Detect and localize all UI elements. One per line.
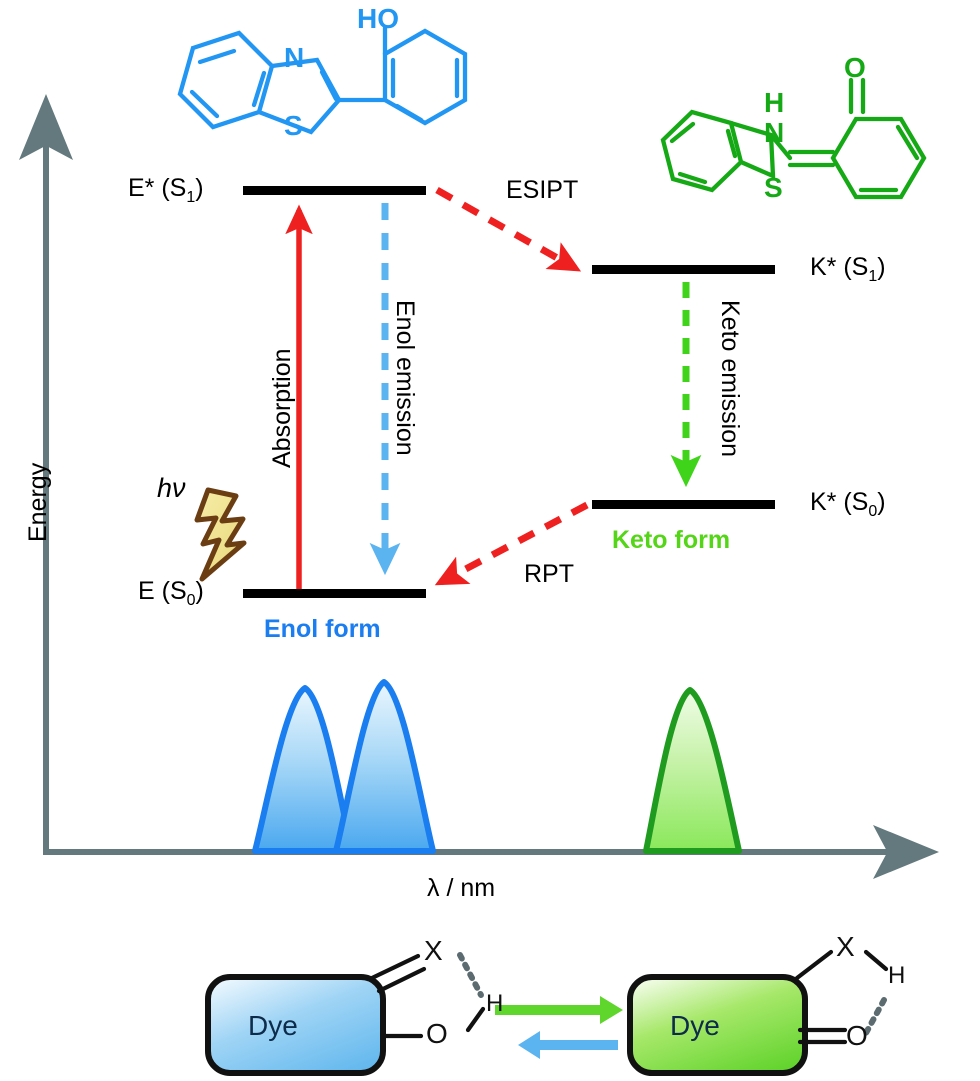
keto-emission-label: Keto emission <box>716 300 744 458</box>
axis-x-label: λ / nm <box>427 874 496 902</box>
enol-structure <box>177 25 468 135</box>
spectrum-enol-emission-peak <box>333 679 436 854</box>
enol-emission-label: Enol emission <box>391 300 419 456</box>
enol-atom-n-label: N <box>284 42 305 73</box>
keto-atom-s-label: S <box>764 172 783 203</box>
rpt-label: RPT <box>524 560 574 588</box>
keto-structure <box>660 77 927 200</box>
enol-oh-bond <box>465 1006 486 1033</box>
scheme-keto-atom-h: H <box>888 962 906 989</box>
absorption-label: Absorption <box>268 348 296 468</box>
photon-label: hν <box>157 473 186 503</box>
reverse-reaction-arrow <box>518 1031 618 1059</box>
keto-atom-h-label: H <box>764 87 785 118</box>
keto-hbond-dotted <box>863 997 887 1036</box>
level-bar-e-star-s1 <box>243 186 426 195</box>
esipt-arrow <box>435 186 582 272</box>
keto-atom-o-label: O <box>844 52 866 83</box>
dye-label-keto: Dye <box>670 1010 720 1041</box>
level-bar-k-star-s1 <box>592 265 775 274</box>
level-label-e-star-s1: E* (S1) <box>128 174 204 206</box>
keto-bond-lines <box>794 949 889 1045</box>
forward-reaction-arrow <box>495 996 623 1024</box>
dye-box-enol <box>205 974 386 1076</box>
lightning-bolt-icon <box>194 487 247 582</box>
level-label-e-s0: E (S0) <box>138 577 204 609</box>
level-bar-k-star-s0 <box>592 500 775 509</box>
keto-atom-n-label: N <box>764 117 785 148</box>
enol-hbond-dotted <box>457 952 484 998</box>
scheme-keto-atom-o: O <box>846 1020 868 1051</box>
keto-form-label: Keto form <box>612 526 731 554</box>
axis-y-label: Energy <box>24 462 52 542</box>
enol-bond-lines <box>369 953 427 1039</box>
level-label-k-star-s0: K* (S0) <box>810 488 886 520</box>
dye-box-keto <box>627 974 808 1076</box>
scheme-enol-atom-x: X <box>424 935 443 966</box>
enol-form-label: Enol form <box>264 615 381 643</box>
scheme-enol-atom-h: H <box>486 990 504 1017</box>
dye-label-enol: Dye <box>248 1010 298 1041</box>
esipt-label: ESIPT <box>506 176 579 204</box>
enol-atom-s-label: S <box>284 110 303 141</box>
spectrum-enol-absorption-peak <box>252 685 355 854</box>
scheme-keto-atom-x: X <box>836 931 855 962</box>
spectrum-keto-emission-peak <box>643 687 742 854</box>
scheme-enol-atom-o: O <box>426 1018 448 1049</box>
enol-atom-ho-label: HO <box>357 3 399 34</box>
level-bar-e-s0 <box>243 589 426 598</box>
level-label-k-star-s1: K* (S1) <box>810 253 886 285</box>
